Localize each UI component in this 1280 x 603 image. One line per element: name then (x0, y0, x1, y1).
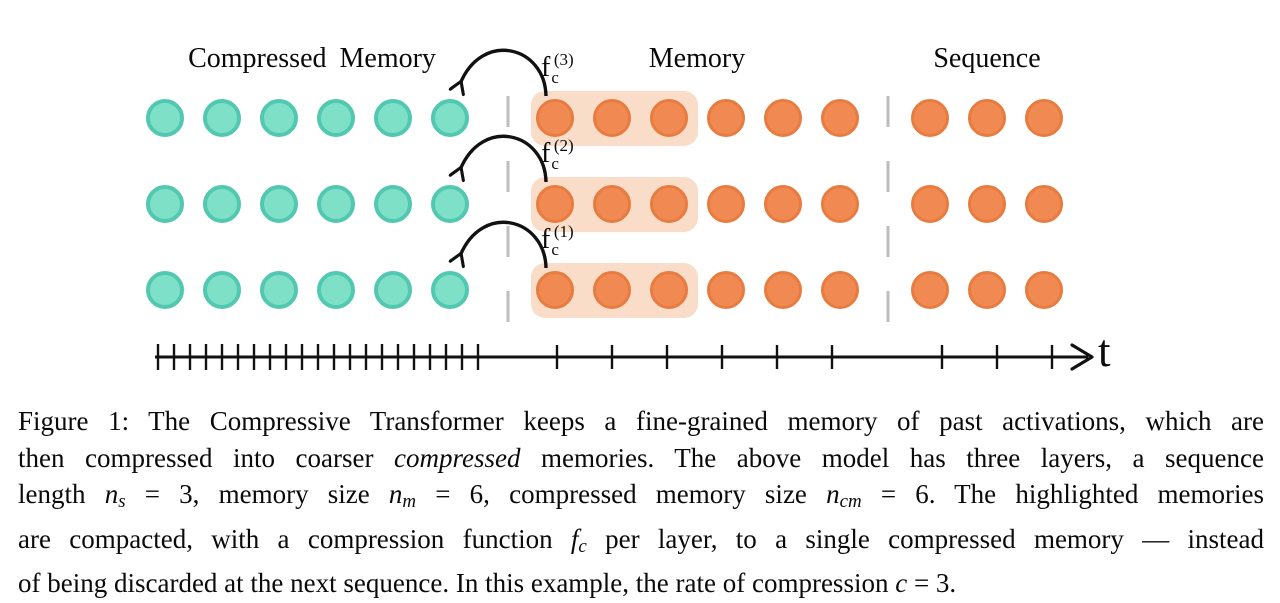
caption-line: of being discarded at the next sequence.… (18, 565, 1264, 602)
caption-line: are compacted, with a compression functi… (18, 521, 1264, 566)
compressed-memory-cell (260, 185, 298, 223)
caption-text: n (388, 479, 403, 510)
memory-cell (650, 99, 688, 137)
memory-label: Memory (648, 43, 746, 74)
sequence-cell (911, 99, 949, 137)
sequence-cell (968, 185, 1006, 223)
memory-cell (821, 185, 859, 223)
fn-subscript: c (551, 68, 559, 87)
caption-text: = 3, memory size (125, 479, 389, 510)
caption-text: memories. The above model has three laye… (520, 442, 1264, 473)
caption-text: = 6. The highlighted memories (861, 479, 1264, 510)
compressed-memory-cell (146, 271, 184, 309)
caption-text: then compressed into coarser (18, 442, 394, 473)
caption-text: n (826, 479, 840, 510)
memory-cell (764, 99, 802, 137)
caption-text: length (18, 479, 105, 510)
fn-superscript: (2) (553, 136, 574, 155)
memory-cell (536, 185, 574, 223)
fn-subscript: c (551, 154, 559, 173)
fn-base: f (541, 52, 551, 83)
caption-text: per layer, to a single compressed memory… (586, 523, 1264, 554)
time-axis-label: t (1098, 326, 1111, 376)
caption-text: c (578, 535, 587, 557)
compressed-memory-cell (203, 185, 241, 223)
compressed-memory-cell (203, 271, 241, 309)
memory-cell (650, 271, 688, 309)
compressed-memory-cell (374, 185, 412, 223)
caption-text: = 6, compressed memory size (416, 479, 827, 510)
fn-base: f (541, 138, 551, 169)
memory-cell (650, 185, 688, 223)
memory-cell (536, 99, 574, 137)
compressed-memory-cell (431, 185, 469, 223)
memory-cell (821, 99, 859, 137)
sequence-cell (968, 271, 1006, 309)
memory-cell (593, 185, 631, 223)
caption-text: m (402, 491, 417, 513)
compressed-memory-cell (260, 271, 298, 309)
compressed-memory-cell (317, 185, 355, 223)
compression-fn-label: fc(3) (541, 50, 574, 88)
compressed-memory-cell (146, 185, 184, 223)
sequence-cell (911, 271, 949, 309)
cells-layer: fc(3)fc(2)fc(1) (146, 50, 1063, 318)
memory-cell (707, 99, 745, 137)
caption-text: n (104, 479, 119, 510)
memory-cell (707, 271, 745, 309)
compressed-memory-cell (317, 99, 355, 137)
sequence-cell (1025, 99, 1063, 137)
fn-superscript: (3) (553, 50, 574, 69)
figure-caption: Figure 1: The Compressive Transformer ke… (18, 403, 1264, 602)
caption-text: compressed (394, 442, 521, 473)
fn-subscript: c (551, 240, 559, 259)
compressed-memory-cell (146, 99, 184, 137)
caption-text: = 3. (907, 568, 957, 599)
memory-cell (593, 271, 631, 309)
memory-cell (593, 99, 631, 137)
sequence-label: Sequence (933, 43, 1041, 74)
fn-base: f (541, 224, 551, 255)
caption-text: Figure 1: The Compressive Transformer ke… (18, 406, 1264, 436)
fn-superscript: (1) (553, 222, 574, 241)
memory-cell (821, 271, 859, 309)
caption-text: c (895, 568, 908, 599)
caption-text: cm (839, 491, 862, 513)
memory-cell (764, 185, 802, 223)
caption-text: of being discarded at the next sequence.… (18, 568, 896, 599)
memory-cell (764, 271, 802, 309)
memory-cell (536, 271, 574, 309)
caption-line: then compressed into coarser compressed … (18, 440, 1264, 477)
memory-cell (707, 185, 745, 223)
diagram: Compressed Memory Memory Sequence fc(3)f… (146, 43, 1111, 376)
compression-fn-label: fc(2) (541, 136, 574, 174)
compressed-memory-cell (260, 99, 298, 137)
caption-line: length ns = 3, memory size nm = 6, compr… (18, 476, 1264, 521)
compression-fn-label: fc(1) (541, 222, 574, 260)
sequence-cell (968, 99, 1006, 137)
compressed-memory-label: Compressed Memory (188, 43, 436, 74)
compressed-memory-cell (374, 271, 412, 309)
caption-text: are compacted, with a compression functi… (18, 523, 571, 554)
caption-text: f (570, 523, 579, 554)
caption-text: s (118, 491, 126, 513)
compressed-memory-cell (431, 99, 469, 137)
compressed-memory-cell (317, 271, 355, 309)
sequence-cell (1025, 185, 1063, 223)
compressed-memory-cell (431, 271, 469, 309)
sequence-cell (1025, 271, 1063, 309)
compressed-memory-cell (374, 99, 412, 137)
sequence-cell (911, 185, 949, 223)
caption-line: Figure 1: The Compressive Transformer ke… (18, 403, 1264, 440)
compressed-memory-cell (203, 99, 241, 137)
